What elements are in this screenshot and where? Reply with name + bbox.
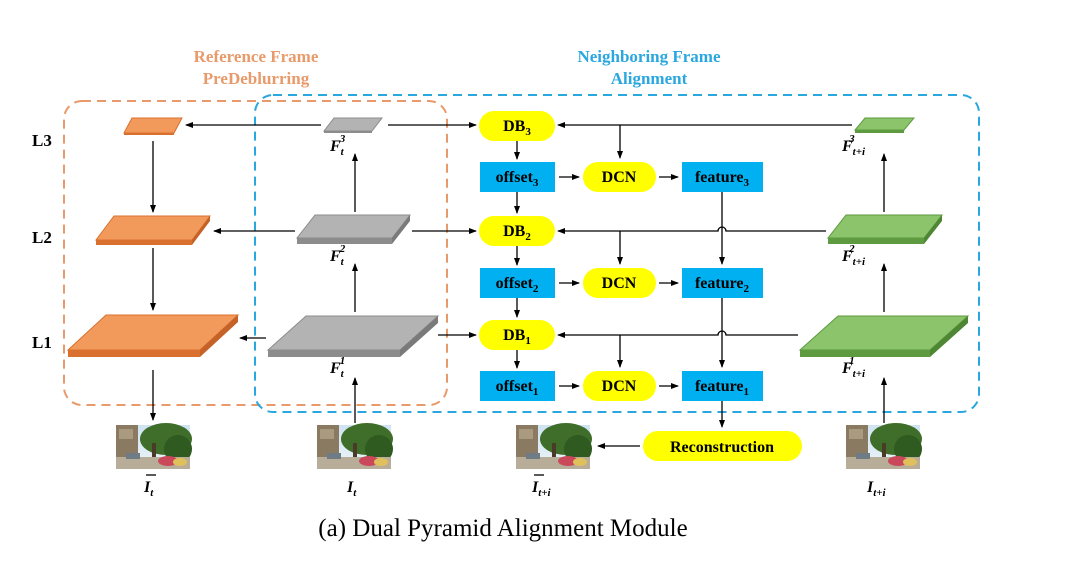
reconstruction-block: Reconstruction <box>643 431 802 461</box>
svg-text:feature3: feature3 <box>695 169 750 189</box>
neighboring-region-box <box>254 94 980 413</box>
neighboring-region-title-line1: Neighboring Frame <box>577 47 721 66</box>
dcn-block-l3: DCN <box>583 162 656 192</box>
svg-text:It: It <box>143 479 154 499</box>
gray-plate-l2 <box>295 214 412 244</box>
offset2-block: offset2 <box>480 268 555 298</box>
svg-text:DCN: DCN <box>602 275 637 292</box>
svg-text:Reconstruction: Reconstruction <box>670 439 774 456</box>
image-input-reference <box>317 423 393 469</box>
label-it: It <box>346 479 357 499</box>
svg-text:offset2: offset2 <box>496 275 539 295</box>
svg-text:It+i: It+i <box>866 479 887 499</box>
svg-text:DCN: DCN <box>602 378 637 395</box>
label-fti1: Ft+i1 <box>841 355 866 380</box>
db1-block: DB1 <box>479 320 555 350</box>
label-ft1: Ft1 <box>329 355 345 380</box>
gray-plate-l1 <box>266 315 440 357</box>
svg-text:feature2: feature2 <box>695 275 750 295</box>
reference-region-box <box>63 100 448 406</box>
svg-text:offset1: offset1 <box>496 378 539 398</box>
feature1-block: feature1 <box>682 371 763 401</box>
label-fti2: Ft+i2 <box>841 243 866 268</box>
label-iti-bar: It+i <box>531 474 552 499</box>
svg-text:offset3: offset3 <box>496 169 539 189</box>
image-input-neighbor <box>846 423 922 469</box>
green-plate-l1 <box>798 315 970 357</box>
db3-block: DB3 <box>479 111 555 141</box>
label-fti3: Ft+i3 <box>841 133 866 158</box>
svg-text:DB1: DB1 <box>503 327 531 347</box>
image-aligned-output <box>516 423 592 469</box>
svg-text:DB3: DB3 <box>503 118 531 138</box>
level-label-l1: L1 <box>32 333 52 352</box>
dcn-block-l1: DCN <box>583 371 656 401</box>
green-plate-l2 <box>826 214 944 244</box>
offset1-block: offset1 <box>480 371 555 401</box>
reference-deblur-pyramid <box>66 117 240 357</box>
reference-region-title-line2: PreDeblurring <box>203 69 310 88</box>
offset3-block: offset3 <box>480 162 555 192</box>
svg-text:feature1: feature1 <box>695 378 749 398</box>
reference-feature-pyramid <box>266 117 440 357</box>
label-it-bar: It <box>143 474 156 499</box>
gray-plate-l3 <box>322 117 384 133</box>
connection-arrows <box>150 122 887 449</box>
figure-caption: (a) Dual Pyramid Alignment Module <box>318 515 687 542</box>
level-label-l3: L3 <box>32 131 52 150</box>
orange-plate-l2 <box>95 215 211 245</box>
svg-text:It: It <box>346 479 357 499</box>
dcn-block-l2: DCN <box>583 268 656 298</box>
feature3-block: feature3 <box>682 162 763 192</box>
feature2-block: feature2 <box>682 268 763 298</box>
orange-plate-l1 <box>66 314 240 357</box>
orange-plate-l3 <box>123 117 183 135</box>
image-deblurred-reference <box>116 423 192 469</box>
reference-region-title-line1: Reference Frame <box>194 47 319 66</box>
neighboring-region-title-line2: Alignment <box>611 69 688 88</box>
green-plate-l3 <box>853 117 916 133</box>
level-label-l2: L2 <box>32 228 52 247</box>
label-ft3: Ft3 <box>329 133 346 158</box>
label-iti: It+i <box>866 479 887 499</box>
label-ft2: Ft2 <box>329 243 346 268</box>
db2-block: DB2 <box>479 216 555 246</box>
svg-text:DCN: DCN <box>602 169 637 186</box>
neighbor-feature-pyramid <box>798 117 970 357</box>
svg-text:DB2: DB2 <box>503 223 531 243</box>
svg-text:It+i: It+i <box>531 479 552 499</box>
